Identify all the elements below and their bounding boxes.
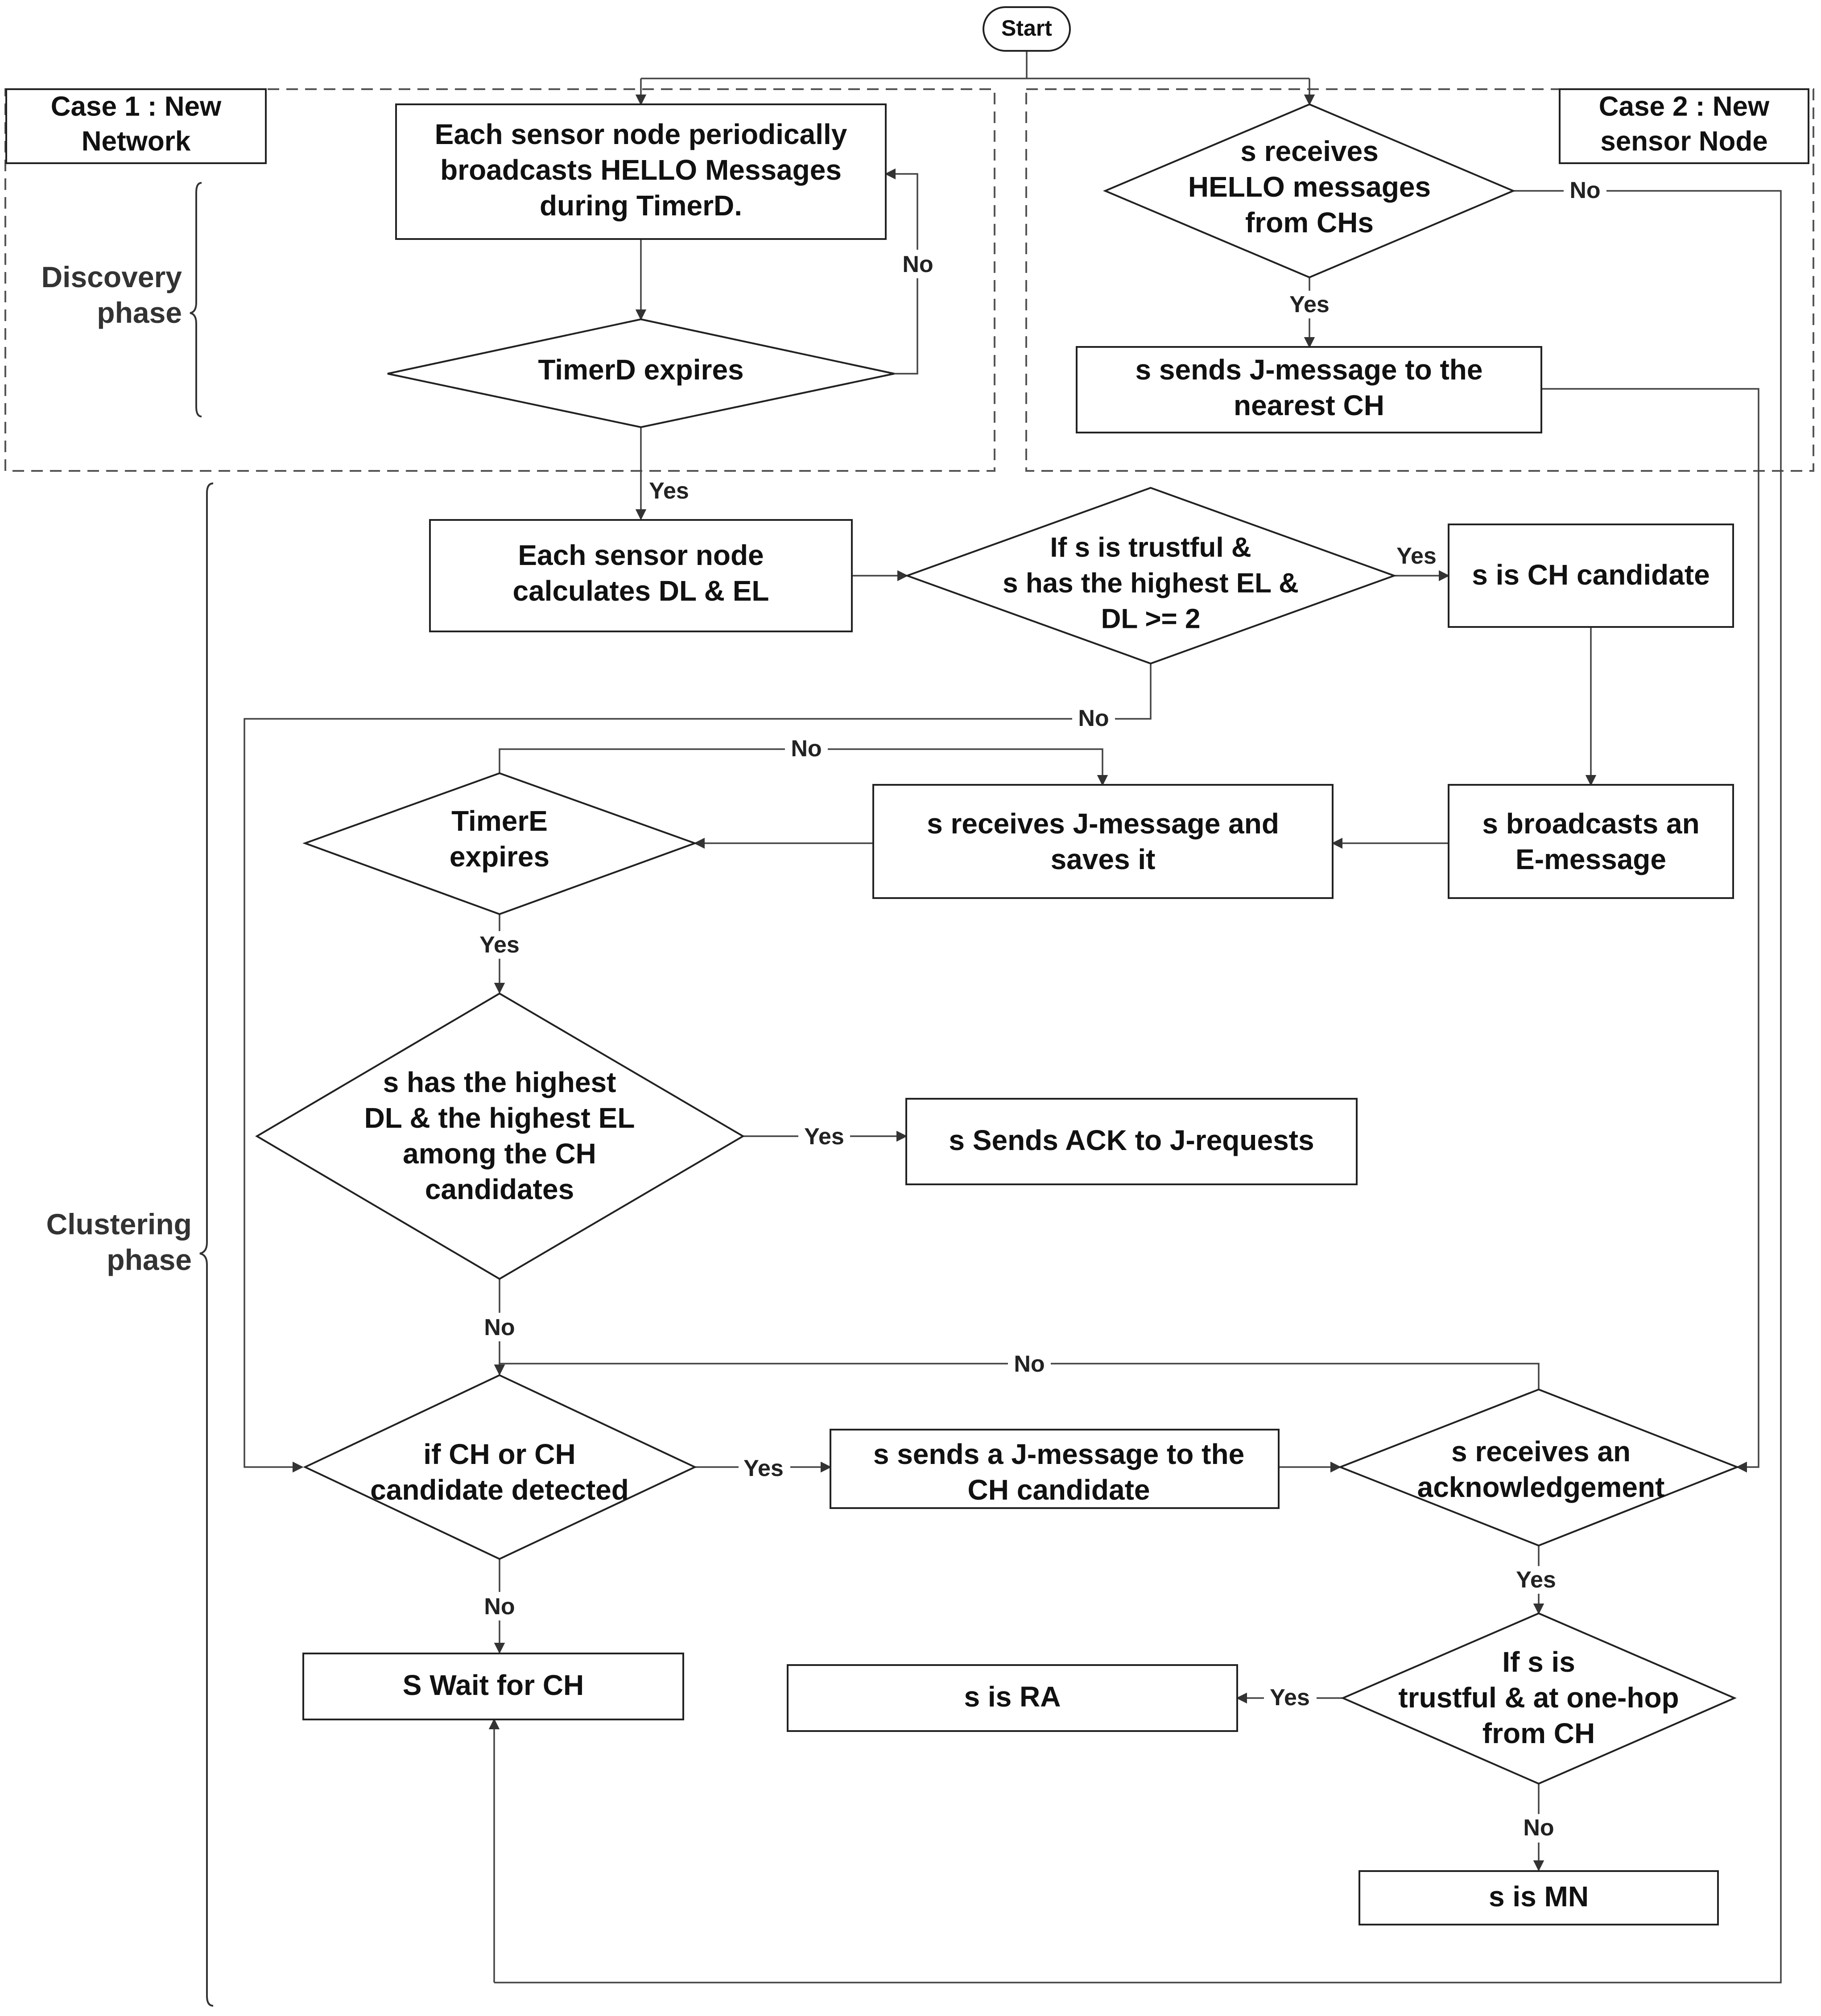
label-timere-no: No: [791, 736, 822, 762]
label-bg: [475, 931, 526, 959]
label-bg: [478, 1592, 521, 1620]
sends-jmsg-candidate-process: [830, 1429, 1280, 1509]
ch-candidate-text: s is CH candidate: [1472, 559, 1710, 591]
receives-hello-decision: [1103, 103, 1516, 279]
label-onehop-no: No: [1523, 1815, 1554, 1841]
label-timere-yes: Yes: [479, 932, 520, 958]
label-bg: [1510, 1566, 1563, 1594]
wait-ch-text: S Wait for CH: [403, 1669, 584, 1701]
start-terminal: [983, 6, 1071, 52]
label-bg: [478, 1313, 521, 1341]
broadcast-emsg-process: [1448, 784, 1734, 899]
label-bg: [1564, 177, 1606, 205]
label-bg: [645, 476, 694, 505]
case2-region: [1025, 88, 1814, 472]
calc-dl-el-process: [429, 519, 853, 632]
label-timerd-yes: Yes: [649, 478, 689, 504]
receives-ack-decision: [1338, 1388, 1740, 1547]
edge-nearest-to-ack: [1541, 388, 1759, 1473]
label-bg: [798, 1122, 850, 1150]
trustful-check-decision: [904, 486, 1397, 665]
is-ra-process: [787, 1664, 1238, 1732]
start-label: Start: [1001, 16, 1052, 41]
ch-detected-decision: [303, 1374, 697, 1560]
label-timerd-no: No: [902, 251, 933, 277]
receives-jmsg-process: [872, 784, 1334, 899]
trustful-onehop-decision: [1340, 1612, 1737, 1785]
label-bg: [1517, 1814, 1560, 1843]
label-highest-yes: Yes: [804, 1124, 844, 1150]
label-bg: [896, 250, 939, 278]
timerd-text: TimerD expires: [538, 354, 743, 386]
sends-jmsg-nearest-process: [1076, 346, 1542, 433]
hello-broadcast-process: [395, 103, 887, 240]
label-receives-hello-yes: Yes: [1289, 292, 1330, 317]
label-bg: [739, 1455, 790, 1483]
label-bg: [1264, 1684, 1317, 1711]
label-bg: [1391, 542, 1443, 570]
is-ra-text: s is RA: [964, 1681, 1061, 1713]
label-ack-no: No: [1014, 1351, 1045, 1377]
case1-label-box: [5, 88, 267, 164]
label-ack-yes: Yes: [1516, 1567, 1556, 1593]
label-trustful-no: No: [1078, 705, 1109, 731]
sends-ack-process: [905, 1098, 1358, 1185]
label-detected-yes: Yes: [743, 1455, 784, 1481]
label-bg: [1284, 291, 1334, 318]
timerd-decision: [387, 318, 895, 429]
label-onehop-yes: Yes: [1270, 1685, 1310, 1711]
is-mn-text: s is MN: [1489, 1880, 1589, 1913]
label-bg: [1008, 1349, 1051, 1378]
ch-candidate-process: [1448, 524, 1734, 628]
discovery-phase-brace: [190, 182, 202, 417]
sends-ack-text: s Sends ACK to J-requests: [949, 1124, 1314, 1156]
highest-dl-el-decision: [255, 992, 745, 1280]
case1-region: [4, 88, 995, 472]
label-trustful-yes: Yes: [1396, 543, 1437, 569]
edge-trustful-no: [244, 664, 1152, 1473]
timere-decision: [302, 772, 698, 915]
label-detected-no: No: [484, 1594, 515, 1620]
edge-receives-hello-no: [494, 190, 1782, 1983]
label-bg: [1072, 705, 1115, 733]
is-mn-process: [1359, 1870, 1719, 1925]
clustering-phase-brace: [199, 482, 214, 2007]
trustful-check-text: If s is trustful &s has the highest EL &…: [1003, 532, 1299, 634]
wait-ch-process: [302, 1653, 684, 1720]
case2-label-box: [1559, 88, 1809, 164]
label-highest-no: No: [484, 1315, 515, 1340]
label-bg: [785, 735, 828, 763]
label-receives-hello-no: No: [1569, 177, 1600, 203]
